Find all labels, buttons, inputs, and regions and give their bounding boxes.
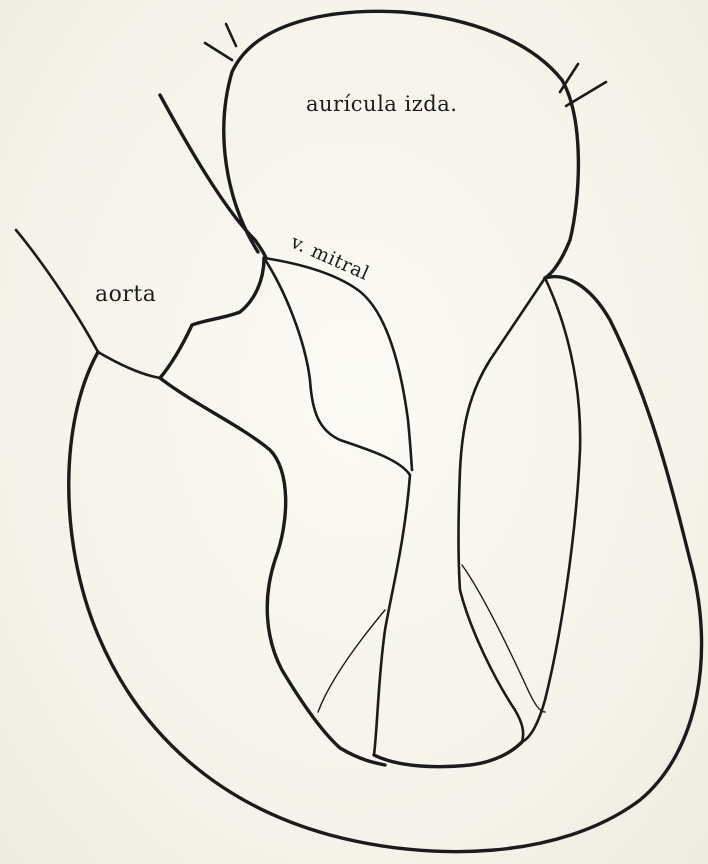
left-atrium-wall — [224, 11, 579, 278]
ventricle-floor — [374, 742, 522, 767]
pulmonary-vein-left-1 — [205, 43, 232, 60]
pulmonary-vein-left-2 — [226, 24, 236, 46]
aorta-inner-edge — [160, 258, 264, 378]
pulmonary-vein-right-2 — [566, 82, 606, 106]
aorta-label: aorta — [95, 282, 156, 307]
pulmonary-vein-right-1 — [560, 64, 578, 92]
chorda-tendinea-left — [318, 610, 385, 712]
ascending-vessel-wall — [160, 95, 266, 258]
interventricular-septum — [160, 378, 385, 765]
ventricle-channel-right — [459, 278, 546, 742]
left-atrium-label: aurícula izda. — [306, 92, 457, 116]
right-ventricle-wall — [522, 278, 580, 742]
